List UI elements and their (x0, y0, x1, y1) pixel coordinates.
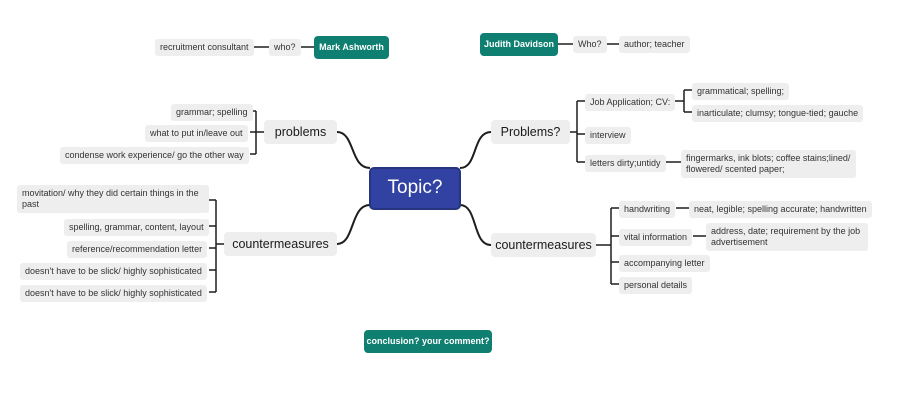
connector-right-countermeasures (596, 207, 619, 285)
left-countermeasures-item[interactable]: movitation/ why they did certain things … (17, 185, 209, 213)
job-application-node[interactable]: Job Application; CV: (585, 94, 676, 111)
connector-left-countermeasures (209, 199, 224, 293)
left-problems-item[interactable]: what to put in/leave out (145, 125, 248, 142)
vital-information-detail[interactable]: address, date; requirement by the job ad… (706, 223, 868, 251)
right-countermeasures-branch[interactable]: countermeasures (491, 233, 596, 257)
handwriting-node[interactable]: handwriting (619, 201, 676, 218)
left-problems-item[interactable]: grammar; spelling (171, 104, 253, 121)
connector-central-problems-right (459, 131, 492, 169)
right-problems-branch[interactable]: Problems? (491, 120, 570, 144)
central-topic[interactable]: Topic? (369, 167, 461, 210)
personal-details-node[interactable]: personal details (619, 277, 693, 294)
connector-left-problems (250, 110, 264, 155)
mark-ashworth-node[interactable]: Mark Ashworth (314, 36, 389, 59)
left-countermeasures-item[interactable]: doesn't have to be slick/ highly sophist… (20, 263, 207, 280)
accompanying-letter-node[interactable]: accompanying letter (619, 255, 710, 272)
letters-detail[interactable]: fingermarks, ink blots; coffee stains;li… (681, 150, 856, 178)
left-problems-branch[interactable]: problems (264, 120, 337, 144)
connector-central-countermeasures-right (459, 204, 492, 246)
left-countermeasures-item[interactable]: reference/recommendation letter (67, 241, 208, 258)
letters-node[interactable]: letters dirty;untidy (585, 155, 666, 172)
left-countermeasures-item[interactable]: spelling, grammar, content, layout (64, 219, 209, 236)
left-countermeasures-branch[interactable]: countermeasures (224, 232, 337, 256)
connector-central-problems (336, 131, 371, 169)
handwriting-detail[interactable]: neat, legible; spelling accurate; handwr… (689, 201, 872, 218)
judith-question[interactable]: Who? (573, 36, 607, 53)
connector-right-problems (570, 100, 585, 163)
conclusion-node[interactable]: conclusion? your comment? (364, 330, 492, 353)
left-problems-item[interactable]: condense work experience/ go the other w… (60, 147, 249, 164)
judith-davidson-node[interactable]: Judith Davidson (480, 33, 558, 56)
interview-node[interactable]: interview (585, 127, 631, 144)
judith-answer[interactable]: author; teacher (619, 36, 690, 53)
vital-information-node[interactable]: vital information (619, 229, 693, 246)
mark-question[interactable]: who? (269, 39, 301, 56)
connector-job-application (674, 89, 692, 113)
job-application-item[interactable]: grammatical; spelling; (692, 83, 790, 100)
left-countermeasures-item[interactable]: doesn't have to be slick/ highly sophist… (20, 285, 207, 302)
connector-central-countermeasures-left (336, 204, 371, 245)
job-application-item[interactable]: inarticulate; clumsy; tongue-tied; gauch… (692, 105, 864, 122)
mark-answer[interactable]: recruitment consultant (155, 39, 254, 56)
